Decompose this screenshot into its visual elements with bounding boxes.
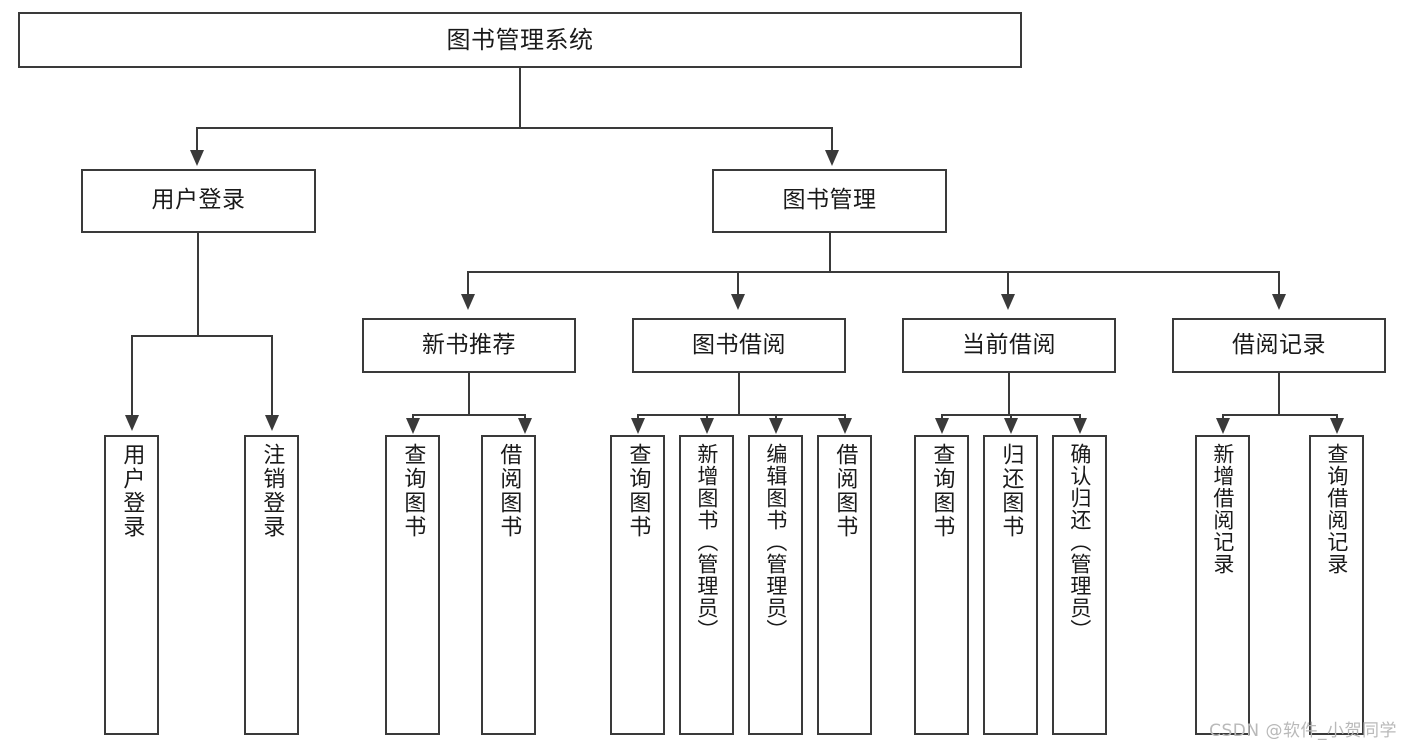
node-label: 借阅记录 <box>1232 331 1326 358</box>
node-label: 编辑图书（管理员） <box>763 443 788 641</box>
leaf-current-borrow-confirm-return[interactable]: 确认归还（管理员） <box>1052 435 1107 735</box>
connector-root-bus <box>196 127 833 129</box>
leaf-book-borrow-add[interactable]: 新增图书（管理员） <box>679 435 734 735</box>
node-label: 当前借阅 <box>962 331 1056 358</box>
node-label: 确认归还（管理员） <box>1067 443 1092 641</box>
connector-ul-drop-2 <box>271 335 273 418</box>
arrowhead-to-book-borrow <box>731 294 745 310</box>
leaf-user-login-logout[interactable]: 注销登录 <box>244 435 299 735</box>
node-current-borrow[interactable]: 当前借阅 <box>902 318 1116 373</box>
node-label: 新增图书（管理员） <box>694 443 719 641</box>
node-label: 查询图书 <box>929 443 955 539</box>
node-label: 新增借阅记录 <box>1210 443 1235 575</box>
connector-user-login-stem <box>197 233 199 336</box>
connector-nb-bus <box>412 414 526 416</box>
leaf-book-borrow-edit[interactable]: 编辑图书（管理员） <box>748 435 803 735</box>
node-label: 图书管理系统 <box>446 25 594 54</box>
connector-root-drop-2 <box>831 127 833 153</box>
connector-bm-drop-1 <box>467 271 469 297</box>
connector-bm-drop-4 <box>1278 271 1280 297</box>
node-label: 图书借阅 <box>692 331 786 358</box>
connector-bm-drop-2 <box>737 271 739 297</box>
node-label: 注销登录 <box>259 443 285 539</box>
node-user-login[interactable]: 用户登录 <box>81 169 316 233</box>
node-label: 借阅图书 <box>496 443 522 539</box>
node-label: 用户登录 <box>119 443 145 539</box>
connector-br-bus <box>1222 414 1338 416</box>
connector-book-manage-stem <box>829 233 831 272</box>
connector-cb-stem <box>1008 373 1010 416</box>
connector-root-drop-1 <box>196 127 198 153</box>
arrowhead-to-current-borrow <box>1001 294 1015 310</box>
leaf-new-book-query[interactable]: 查询图书 <box>385 435 440 735</box>
connector-user-login-bus <box>131 335 273 337</box>
leaf-current-borrow-return[interactable]: 归还图书 <box>983 435 1038 735</box>
arrowhead-ul-leaf-1 <box>125 415 139 431</box>
node-label: 用户登录 <box>151 187 246 214</box>
node-label: 查询图书 <box>400 443 426 539</box>
arrowhead-bb-leaf-4 <box>838 418 852 434</box>
node-label: 借阅图书 <box>832 443 858 539</box>
connector-bm-drop-3 <box>1007 271 1009 297</box>
arrowhead-bb-leaf-3 <box>769 418 783 434</box>
node-book-borrow[interactable]: 图书借阅 <box>632 318 846 373</box>
leaf-book-borrow-query[interactable]: 查询图书 <box>610 435 665 735</box>
node-label: 图书管理 <box>782 187 877 214</box>
arrowhead-nb-leaf-2 <box>518 418 532 434</box>
leaf-user-login-login[interactable]: 用户登录 <box>104 435 159 735</box>
connector-bb-bus <box>637 414 846 416</box>
arrowhead-root-to-user-login <box>190 150 204 166</box>
connector-bb-stem <box>738 373 740 416</box>
leaf-new-book-borrow[interactable]: 借阅图书 <box>481 435 536 735</box>
node-label: 查询图书 <box>625 443 651 539</box>
arrowhead-to-borrow-record <box>1272 294 1286 310</box>
node-new-book-recommend[interactable]: 新书推荐 <box>362 318 576 373</box>
arrowhead-bb-leaf-2 <box>700 418 714 434</box>
connector-book-manage-bus <box>467 271 1280 273</box>
arrowhead-root-to-book-manage <box>825 150 839 166</box>
leaf-book-borrow-borrow[interactable]: 借阅图书 <box>817 435 872 735</box>
leaf-current-borrow-query[interactable]: 查询图书 <box>914 435 969 735</box>
node-label: 新书推荐 <box>422 331 516 358</box>
connector-ul-drop-1 <box>131 335 133 418</box>
node-label: 查询借阅记录 <box>1324 443 1349 575</box>
arrowhead-cb-leaf-1 <box>935 418 949 434</box>
connector-br-stem <box>1278 373 1280 416</box>
leaf-borrow-record-add[interactable]: 新增借阅记录 <box>1195 435 1250 735</box>
arrowhead-br-leaf-1 <box>1216 418 1230 434</box>
node-borrow-record[interactable]: 借阅记录 <box>1172 318 1386 373</box>
arrowhead-br-leaf-2 <box>1330 418 1344 434</box>
arrowhead-cb-leaf-3 <box>1073 418 1087 434</box>
arrowhead-cb-leaf-2 <box>1004 418 1018 434</box>
node-root-library-system[interactable]: 图书管理系统 <box>18 12 1022 68</box>
node-book-management[interactable]: 图书管理 <box>712 169 947 233</box>
arrowhead-nb-leaf-1 <box>406 418 420 434</box>
arrowhead-bb-leaf-1 <box>631 418 645 434</box>
connector-nb-stem <box>468 373 470 416</box>
node-label: 归还图书 <box>998 443 1024 539</box>
arrowhead-to-new-book <box>461 294 475 310</box>
arrowhead-ul-leaf-2 <box>265 415 279 431</box>
leaf-borrow-record-query[interactable]: 查询借阅记录 <box>1309 435 1364 735</box>
connector-root-stem <box>519 68 521 128</box>
